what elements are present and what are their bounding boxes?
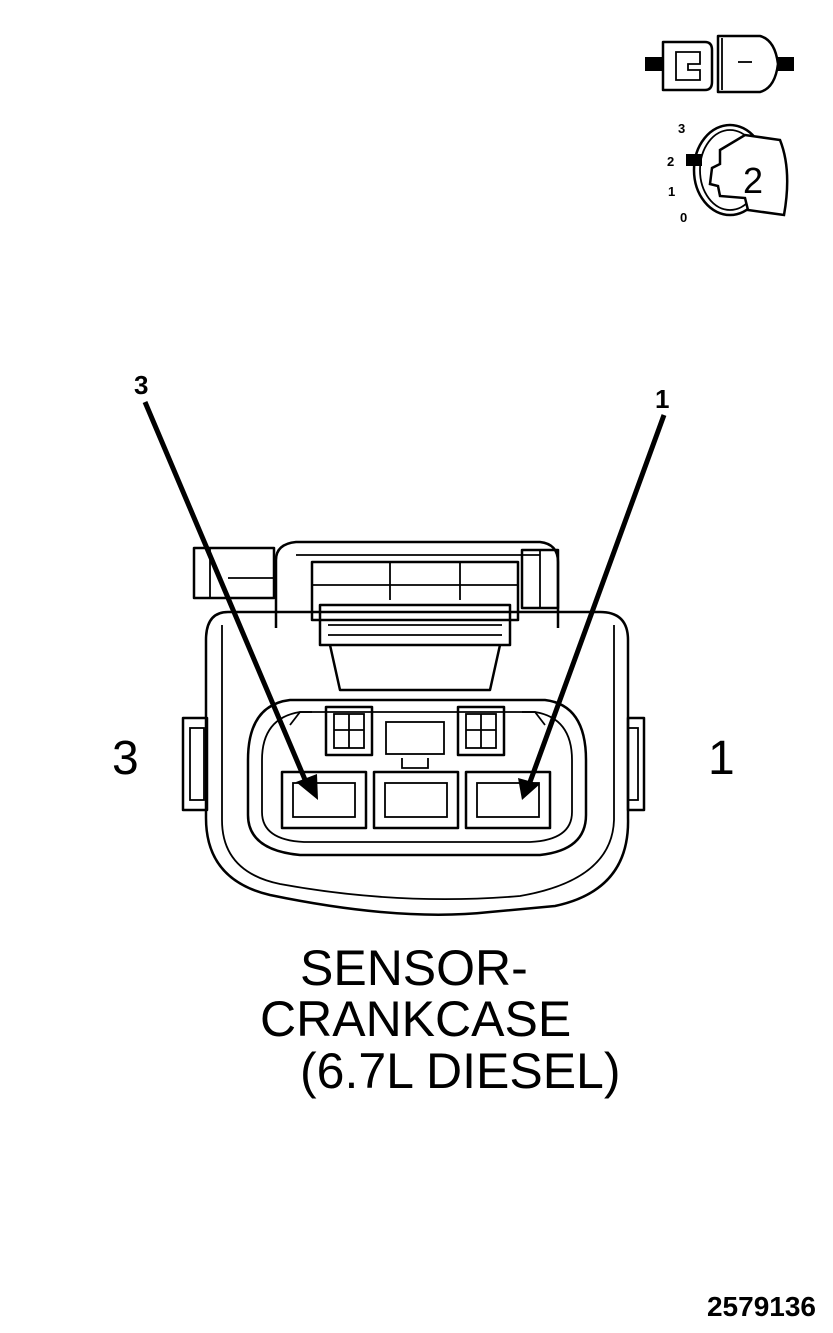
lock-scale-3: 3	[678, 121, 685, 136]
lock-position-value: 2	[743, 160, 763, 201]
terminal-cavity-2	[372, 770, 460, 830]
lock-scale-1: 1	[668, 184, 675, 199]
pointer-label-3: 3	[134, 370, 148, 400]
terminal-cavity-3	[280, 770, 368, 830]
lock-scale-0: 0	[680, 210, 687, 225]
title-line-1: SENSOR-	[300, 940, 528, 996]
side-label-pin-3: 3	[112, 732, 139, 785]
pointer-leader-3	[142, 401, 318, 800]
pointer-label-1: 1	[655, 384, 669, 414]
connector-face	[181, 540, 646, 916]
lock-scale-2: 2	[667, 154, 674, 169]
side-label-pin-1: 1	[708, 732, 735, 785]
lock-position-icon: 3 2 1 0 2	[667, 121, 789, 225]
title-line-3: (6.7L DIESEL)	[300, 1043, 621, 1099]
figure-number: 2579136	[707, 1291, 816, 1322]
connector-type-icon	[645, 34, 794, 94]
pointer-leader-1	[518, 414, 667, 800]
title-line-2: CRANKCASE	[260, 991, 571, 1047]
terminal-cavity-1	[464, 770, 552, 830]
